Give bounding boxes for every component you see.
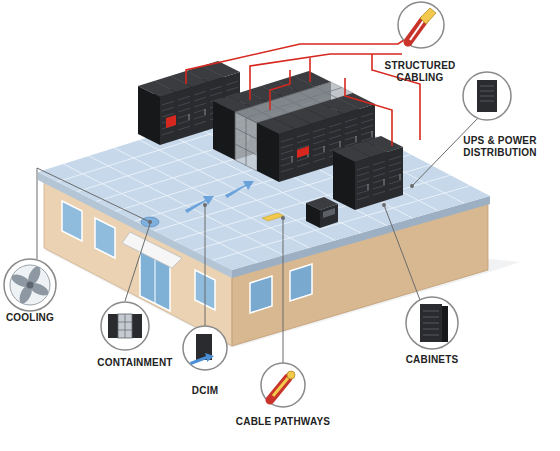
icon-circle — [463, 72, 511, 120]
containment-door-grid — [235, 118, 257, 166]
door-split — [155, 254, 156, 304]
ups-icon — [463, 72, 511, 120]
pdu-panel — [323, 208, 335, 218]
leader-line — [205, 205, 206, 326]
icon-circle — [183, 326, 227, 370]
ups-unit — [477, 80, 497, 112]
mini-grid — [118, 314, 132, 338]
leader-line — [283, 218, 284, 363]
icon-circle — [261, 363, 305, 407]
cabinet-indicator — [297, 146, 309, 158]
callout-label: COOLING — [0, 312, 60, 324]
pdu-side — [306, 203, 320, 228]
window — [290, 264, 312, 301]
cable-jacket — [270, 378, 288, 400]
cable-tray — [262, 213, 284, 221]
fan-hub — [27, 282, 34, 289]
callout-label: CABINETS — [392, 354, 472, 366]
icon-circle — [101, 302, 149, 350]
callout-label: UPS & POWER DISTRIBUTION — [452, 135, 548, 159]
cabinet-indicator — [166, 115, 176, 128]
callout-label: DCIM — [175, 385, 235, 397]
callout-label: CONTAINMENT — [85, 357, 185, 369]
window — [95, 218, 115, 258]
containment-door — [235, 112, 257, 171]
cable-pathways-icon — [261, 363, 305, 407]
leader-dot — [410, 184, 414, 188]
server-cabinet — [257, 118, 295, 182]
cable-stripe — [410, 20, 424, 40]
network-cable — [186, 36, 410, 84]
airflow-arrow — [225, 181, 254, 198]
mini-cabinet — [108, 314, 118, 338]
network-cable — [345, 78, 392, 146]
cable-core — [273, 378, 288, 396]
network-cable — [270, 70, 290, 110]
leader-line — [384, 205, 420, 300]
ups-vents — [480, 86, 494, 101]
cabinets-icon — [406, 297, 458, 349]
leader-dots — [148, 184, 414, 224]
network-cable — [250, 54, 402, 100]
icon-circle — [398, 2, 444, 48]
structured-cabling-icon — [398, 2, 444, 48]
leader-line — [125, 224, 150, 301]
mini-vents — [423, 311, 439, 335]
fan-housing — [10, 265, 50, 305]
leader-dot — [281, 216, 285, 220]
leader-line — [37, 168, 150, 259]
callout-label: STRUCTURED CABLING — [378, 60, 462, 84]
cable-jacket — [408, 20, 424, 42]
network-cable — [309, 58, 311, 82]
cable-connector — [420, 8, 436, 24]
mini-airflow — [190, 353, 214, 365]
server-cabinet — [138, 81, 176, 145]
containment-icon — [101, 302, 149, 350]
dcim-icon — [183, 326, 227, 370]
leader-dot — [203, 203, 207, 207]
mini-cabinet-side — [442, 306, 448, 342]
mini-cabinet — [132, 314, 142, 338]
airflow-arrow — [185, 196, 214, 213]
mini-cabinet — [420, 304, 442, 342]
leader-lines — [37, 117, 479, 363]
icon-circle — [4, 259, 56, 311]
window — [250, 276, 272, 313]
ups-cabinet — [333, 146, 371, 210]
pdu-front — [320, 204, 338, 228]
mini-containment — [118, 314, 132, 338]
callout-label: CABLE PATHWAYS — [223, 416, 343, 428]
icon-circle — [406, 297, 458, 349]
window — [62, 201, 82, 241]
floor-tiles — [57, 100, 470, 263]
leader-dot — [382, 203, 386, 207]
cooling-icon — [4, 259, 56, 311]
cable-end — [287, 371, 295, 379]
leader-dot — [148, 220, 152, 224]
